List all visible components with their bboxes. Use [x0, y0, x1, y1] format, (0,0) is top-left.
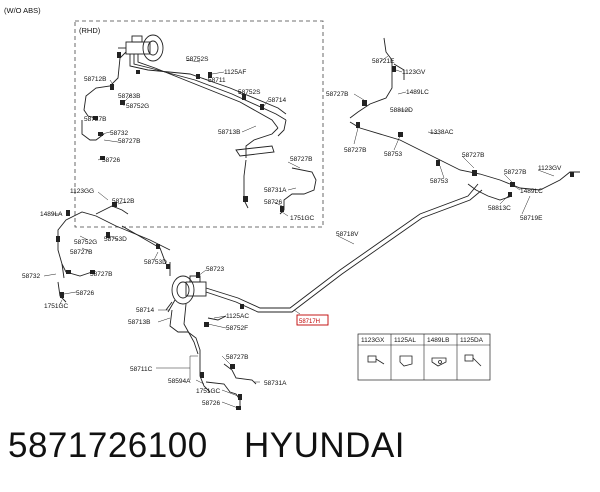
callout-lhd-right-8: 58727B: [462, 152, 484, 159]
callout-lhd-right-6: 58727B: [344, 147, 366, 154]
bolt-icon: [367, 355, 385, 365]
callout-lhd-bottom-5: 58726: [202, 400, 220, 407]
part-number: 5871726100: [8, 426, 208, 465]
callout-lhd-left-3: 58752G: [74, 239, 97, 246]
callout-lhd-left-15: 58752F: [226, 325, 248, 332]
legend-header-3: 1125DA: [460, 337, 484, 344]
highlighted-part-callout: 58717H: [296, 314, 329, 326]
callout-rhd-14: 58731A: [264, 187, 287, 194]
callout-lhd-right-2: 58727B: [326, 91, 348, 98]
clip-icon: [399, 355, 413, 367]
callout-lhd-bottom-1: 58727B: [226, 354, 248, 361]
callout-lhd-left-2: 1489LA: [40, 211, 63, 218]
legend-table: 1123GX 1125AL 1489LB 1125DA: [357, 333, 491, 381]
highlighted-part-label: 58717H: [299, 319, 320, 325]
callout-lhd-left-11: 58723: [206, 266, 224, 273]
callout-lhd-bottom-2: 58594A: [168, 378, 191, 385]
brand-name: HYUNDAI: [244, 426, 406, 465]
callout-lhd-right-11: 1123GV: [538, 165, 562, 172]
master-cylinder-lhd: [165, 275, 207, 313]
callout-lhd-left-9: 1751GC: [44, 303, 69, 310]
callout-rhd-0: 58752S: [186, 56, 209, 63]
brake-lines-lhd: [57, 37, 580, 408]
legend-header-0: 1123GX: [361, 337, 385, 344]
callout-lhd-left-13: 58713B: [128, 319, 150, 326]
callout-rhd-10: 58727B: [118, 138, 140, 145]
callout-rhd-1: 1125AF: [224, 69, 246, 76]
callout-lhd-right-5: 1338AC: [430, 129, 454, 136]
callout-rhd-5: 58752G: [126, 103, 149, 110]
callout-lhd-right-10: 58727B: [504, 169, 526, 176]
callout-lhd-left-12: 58714: [136, 307, 154, 314]
callout-lhd-right-7: 58753: [384, 151, 402, 158]
callout-lhd-left-14: 1125AC: [226, 313, 249, 320]
callout-lhd-left-4: 58753D: [104, 236, 127, 243]
callout-lhd-right-1: 1123GV: [402, 69, 426, 76]
callout-lhd-right-0: 58721E: [372, 58, 395, 65]
callout-lhd-bottom-4: 1751GC: [196, 388, 221, 395]
callout-rhd-11: 58713B: [218, 129, 240, 136]
rhd-label: (RHD): [79, 26, 101, 35]
callout-lhd-left-7: 58727B: [90, 271, 112, 278]
callout-rhd-13: 58727B: [290, 156, 312, 163]
screw-icon: [464, 354, 482, 367]
callout-lhd-right-14: 58719E: [520, 215, 543, 222]
callout-lhd-right-4: 58812D: [390, 107, 413, 114]
fittings-lhd: [56, 66, 574, 410]
variant-label: (W/O ABS): [4, 6, 41, 15]
callout-rhd-16: 1751GC: [290, 215, 315, 222]
callout-lhd-left-10: 58753D: [144, 259, 167, 266]
callout-rhd-6: 58752S: [238, 89, 261, 96]
callout-lhd-right-3: 1489LC: [406, 89, 429, 96]
legend-header-1: 1125AL: [394, 337, 416, 344]
callout-lhd-bottom-0: 58711C: [130, 366, 153, 373]
rhd-inset: (RHD): [74, 20, 324, 228]
callout-rhd-12: 58726: [102, 157, 120, 164]
callout-lhd-left-6: 58732: [22, 273, 40, 280]
callout-lhd-right-9: 58753: [430, 178, 448, 185]
clamp-icon: [431, 357, 447, 367]
callout-rhd-15: 58726: [264, 199, 282, 206]
leaders-lhd: [43, 55, 555, 409]
legend-header-2: 1489LB: [427, 337, 449, 344]
callout-lhd-left-0: 1123GG: [70, 188, 94, 195]
callout-rhd-7: 58714: [268, 97, 286, 104]
leaders-rhd: [92, 59, 301, 217]
callout-lhd-right-12: 1489LC: [520, 188, 543, 195]
callout-rhd-8: 58727B: [84, 116, 106, 123]
master-cylinder-rhd: [118, 34, 164, 62]
callout-rhd-4: 58763B: [118, 93, 140, 100]
callout-rhd-3: 58712B: [84, 76, 106, 83]
callout-lhd-bottom-3: 58731A: [264, 380, 287, 387]
callout-rhd-9: 58732: [110, 130, 128, 137]
brake-lines-rhd: [81, 51, 317, 215]
callout-rhd-2: 58711: [208, 77, 226, 84]
callout-lhd-right-13: 58813C: [488, 205, 511, 212]
callout-lhd-left-5: 58727B: [70, 249, 92, 256]
callout-lhd-left-8: 58726: [76, 290, 94, 297]
callout-lhd-left-1: 58712B: [112, 198, 134, 205]
rhd-frame: [74, 20, 324, 228]
callout-lhd-right-15: 58718V: [336, 231, 359, 238]
